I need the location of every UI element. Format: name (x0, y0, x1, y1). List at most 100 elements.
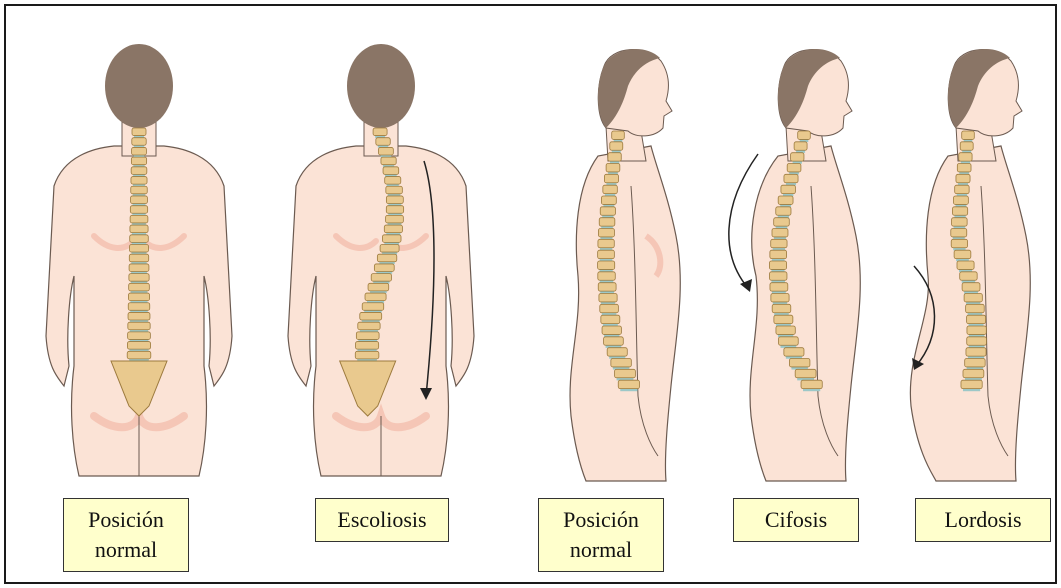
vertebra (132, 128, 146, 136)
vertebra (952, 207, 967, 215)
vertebra (779, 337, 799, 345)
vertebra (380, 245, 399, 253)
vertebra (965, 359, 985, 367)
vertebra (956, 174, 970, 182)
vertebra (770, 283, 788, 291)
head-side-normal (598, 49, 672, 161)
vertebra (603, 185, 617, 193)
vertebra (967, 337, 987, 345)
vertebra (386, 196, 403, 204)
label-scoliosis-text: Escoliosis (337, 505, 426, 535)
vertebra (130, 225, 148, 233)
vertebra (962, 131, 975, 139)
label-scoliosis: Escoliosis (315, 498, 449, 542)
vertebra (383, 167, 399, 175)
vertebra (601, 196, 616, 204)
vertebra (600, 304, 619, 312)
vertebra (781, 185, 795, 193)
vertebra (963, 369, 984, 377)
vertebra (960, 142, 973, 150)
vertebra (374, 264, 394, 272)
vertebra (355, 351, 379, 359)
vertebra (127, 342, 150, 350)
vertebra (608, 153, 621, 161)
vertebra (959, 153, 972, 161)
vertebra (604, 174, 618, 182)
vertebra (358, 322, 380, 330)
vertebra (598, 250, 615, 258)
vertebra (128, 303, 150, 311)
body-side-kyphosis (750, 146, 860, 481)
label-lordosis: Lordosis (915, 498, 1051, 542)
vertebra (957, 164, 971, 172)
vertebra (957, 261, 974, 269)
label-lordosis-text: Lordosis (945, 505, 1022, 535)
vertebra (362, 303, 384, 311)
vertebra (784, 348, 804, 356)
figure-back-normal (34, 36, 244, 486)
vertebra (131, 196, 148, 204)
vertebra (598, 272, 615, 280)
vertebra (607, 348, 627, 356)
vertebra (771, 294, 789, 302)
body-side-normal (570, 146, 680, 481)
vertebra (791, 153, 804, 161)
vertebra (129, 264, 149, 272)
vertebra (131, 167, 147, 175)
vertebra (789, 359, 809, 367)
vertebra (951, 239, 967, 247)
vertebra (601, 315, 620, 323)
vertebra (130, 215, 148, 223)
vertebra (371, 274, 391, 282)
vertebra (356, 342, 379, 350)
vertebra (386, 186, 403, 194)
label-normal-side-text: Posición normal (563, 505, 639, 565)
vertebra (774, 218, 790, 226)
diagram-frame: Posición normal Escoliosis Posición norm… (4, 4, 1057, 584)
vertebra (128, 293, 149, 301)
vertebra (130, 235, 149, 243)
vertebra (612, 131, 625, 139)
vertebra (356, 332, 379, 340)
vertebra (600, 207, 615, 215)
vertebra (376, 138, 390, 146)
head-side-kyphosis (778, 49, 852, 161)
label-normal-back: Posición normal (63, 498, 189, 572)
vertebra (771, 239, 787, 247)
vertebra (386, 215, 404, 223)
label-normal-back-text: Posición normal (88, 505, 164, 565)
vertebra (130, 206, 147, 214)
vertebra (360, 312, 382, 320)
vertebra (798, 131, 811, 139)
vertebra (794, 142, 807, 150)
vertebra (598, 261, 615, 269)
vertebra (615, 369, 636, 377)
vertebra (778, 196, 793, 204)
vertebra (129, 254, 148, 262)
vertebra (770, 250, 787, 258)
label-kyphosis-text: Cifosis (765, 505, 827, 535)
vertebra (967, 326, 986, 334)
vertebra (606, 164, 620, 172)
vertebra (772, 229, 788, 237)
vertebra (966, 304, 985, 312)
vertebra (602, 326, 621, 334)
vertebra (604, 337, 624, 345)
vertebra (967, 315, 986, 323)
vertebra (769, 272, 786, 280)
vertebra (960, 272, 977, 280)
vertebra (132, 138, 146, 146)
vertebra (128, 332, 151, 340)
vertebra (776, 207, 791, 215)
vertebra (618, 380, 639, 388)
vertebra (384, 225, 402, 233)
vertebra (610, 142, 623, 150)
vertebra (381, 157, 396, 165)
vertebra (954, 196, 969, 204)
vertebra (131, 177, 147, 185)
label-kyphosis: Cifosis (733, 498, 859, 542)
vertebra (599, 218, 615, 226)
vertebra (962, 283, 980, 291)
vertebra (772, 304, 791, 312)
vertebra (386, 206, 403, 214)
